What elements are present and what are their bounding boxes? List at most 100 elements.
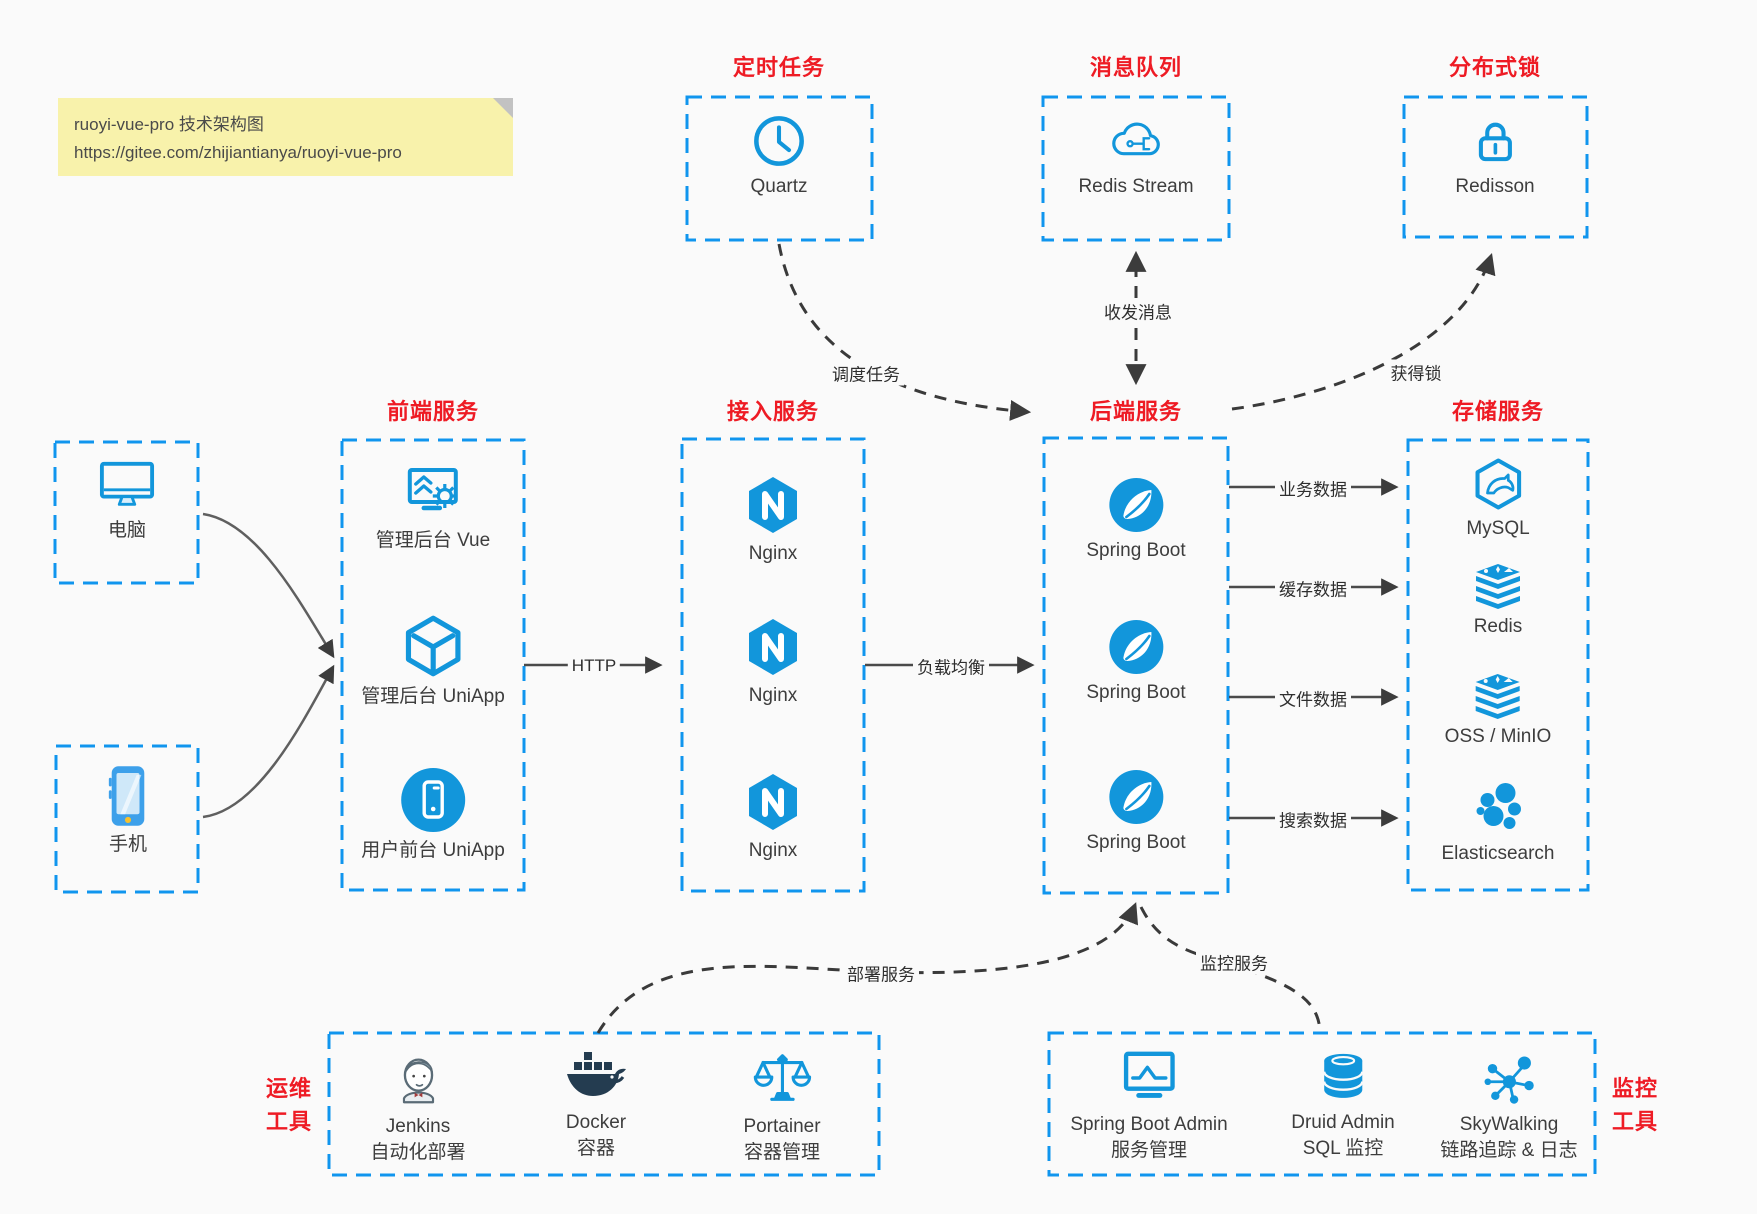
note-url[interactable]: https://gitee.com/zhijiantianya/ruoyi-vu…	[74, 143, 402, 163]
spring-boot-admin-icon	[1123, 1051, 1175, 1098]
redis-stream-node: Redis Stream	[1078, 112, 1194, 199]
edge-label-cache-data: 缓存数据	[1275, 575, 1351, 601]
skywalking-node: SkyWalking 链路追踪 & 日志	[1440, 1048, 1578, 1163]
edge-label-schedule: 调度任务	[828, 360, 904, 386]
uniapp-cube-icon	[405, 615, 461, 677]
edge-label-business-data: 业务数据	[1275, 475, 1351, 501]
computer-icon	[99, 461, 155, 506]
node-label: Redisson	[1455, 176, 1535, 197]
elasticsearch-icon	[1476, 783, 1521, 829]
spring-boot-node: Spring Boot	[1086, 476, 1186, 563]
node-label: MySQL	[1466, 518, 1530, 539]
edge-label-search-data: 搜索数据	[1275, 806, 1351, 832]
admin-uniapp-node: 管理后台 UniApp	[361, 612, 505, 709]
nginx-icon	[749, 477, 797, 533]
spring-boot-icon	[1108, 478, 1163, 532]
ops-tools-box-border	[327, 1031, 881, 1177]
node-sublabel: 容器	[576, 1137, 615, 1159]
side-label-line: 运维	[265, 1076, 313, 1101]
side-label-line: 工具	[1611, 1109, 1659, 1134]
mobile-to-frontend-arrow	[202, 664, 335, 819]
node-label: Quartz	[750, 176, 808, 197]
node-label: SkyWalking	[1459, 1114, 1559, 1135]
note-fold-corner-icon	[493, 98, 513, 118]
node-label: Spring Boot	[1086, 832, 1186, 853]
druid-node: Druid Admin SQL 监控	[1291, 1048, 1395, 1161]
smartphone-icon	[108, 766, 145, 826]
storage-box-border	[1406, 438, 1590, 892]
group-title-frontend: 前端服务	[386, 399, 480, 424]
node-label: Elasticsearch	[1441, 843, 1555, 864]
scheduler-box-border	[685, 95, 874, 242]
frontend-box-border	[340, 438, 526, 892]
nginx-icon	[749, 619, 797, 675]
sticky-note: ruoyi-vue-pro 技术架构图 https://gitee.com/zh…	[58, 98, 513, 176]
node-label: Nginx	[748, 840, 798, 861]
monitor-tools-side-label: 监控 工具	[1612, 1072, 1658, 1138]
node-label: Redis Stream	[1078, 176, 1194, 197]
group-title-backend: 后端服务	[1089, 399, 1183, 424]
distributed-lock-box-border	[1402, 95, 1589, 239]
jenkins-node: Jenkins 自动化部署	[370, 1048, 466, 1165]
oss-minio-node: OSS / MinIO	[1445, 670, 1551, 749]
edge-label-load-balance: 负载均衡	[913, 653, 989, 679]
user-app-node: 用户前台 UniApp	[361, 766, 505, 863]
admin-vue-icon	[407, 468, 458, 511]
quartz-node: Quartz	[750, 112, 808, 199]
redisson-node: Redisson	[1455, 112, 1535, 199]
edge-label-message: 收发消息	[1100, 298, 1176, 324]
node-label: Nginx	[748, 685, 798, 706]
jenkins-icon	[402, 1058, 434, 1104]
group-title-message-queue: 消息队列	[1089, 55, 1183, 80]
edge-label-http: HTTP	[567, 656, 621, 676]
mysql-icon	[1475, 458, 1521, 510]
node-label: 用户前台 UniApp	[361, 840, 505, 861]
node-label: Nginx	[748, 543, 798, 564]
node-label: 管理后台 Vue	[375, 530, 491, 551]
node-label: 管理后台 UniApp	[361, 686, 505, 707]
message-queue-box-border	[1041, 95, 1231, 242]
node-sublabel: SQL 监控	[1302, 1137, 1384, 1159]
spring-boot-icon	[1108, 620, 1163, 674]
lock-icon	[1478, 122, 1512, 162]
group-title-distributed-lock: 分布式锁	[1448, 55, 1542, 80]
node-label: Spring Boot Admin	[1070, 1114, 1228, 1135]
nginx-node: Nginx	[741, 770, 805, 863]
node-label: Spring Boot	[1086, 682, 1186, 703]
docker-node: Docker 容器	[563, 1050, 629, 1161]
skywalking-icon	[1484, 1056, 1534, 1104]
node-sublabel: 自动化部署	[370, 1141, 466, 1163]
docker-icon	[567, 1052, 626, 1096]
node-sublabel: 容器管理	[743, 1141, 821, 1163]
mysql-node: MySQL	[1466, 456, 1530, 541]
edge-label-file-data: 文件数据	[1275, 685, 1351, 711]
portainer-node: Portainer 容器管理	[743, 1048, 821, 1165]
node-label: 手机	[108, 834, 147, 855]
spring-boot-node: Spring Boot	[1086, 768, 1186, 855]
node-label: Druid Admin	[1291, 1112, 1395, 1133]
edge-label-monitor: 监控服务	[1196, 949, 1272, 975]
spring-boot-admin-node: Spring Boot Admin 服务管理	[1070, 1048, 1228, 1163]
admin-vue-node: 管理后台 Vue	[376, 462, 490, 553]
node-sublabel: 服务管理	[1110, 1139, 1187, 1161]
group-title-storage: 存储服务	[1451, 399, 1545, 424]
acquire-lock-arrow	[1231, 253, 1496, 411]
ops-tools-side-label: 运维 工具	[266, 1072, 312, 1138]
group-title-scheduler: 定时任务	[732, 55, 826, 80]
group-title-gateway: 接入服务	[726, 399, 820, 424]
monitor-tools-box-border	[1047, 1031, 1597, 1177]
druid-icon	[1322, 1053, 1364, 1098]
portainer-icon	[753, 1054, 811, 1101]
redis-node: Redis	[1470, 560, 1526, 639]
nginx-node: Nginx	[741, 473, 805, 566]
spring-boot-node: Spring Boot	[1086, 618, 1186, 705]
node-label: Portainer	[743, 1116, 821, 1137]
redis-icon	[1476, 564, 1520, 609]
redis-stream-cloud-icon	[1111, 122, 1160, 156]
oss-minio-icon	[1475, 674, 1520, 719]
node-label: Redis	[1473, 616, 1523, 637]
side-label-line: 监控	[1611, 1076, 1659, 1101]
pc-to-frontend-arrow	[202, 512, 335, 659]
user-app-icon	[400, 768, 465, 832]
